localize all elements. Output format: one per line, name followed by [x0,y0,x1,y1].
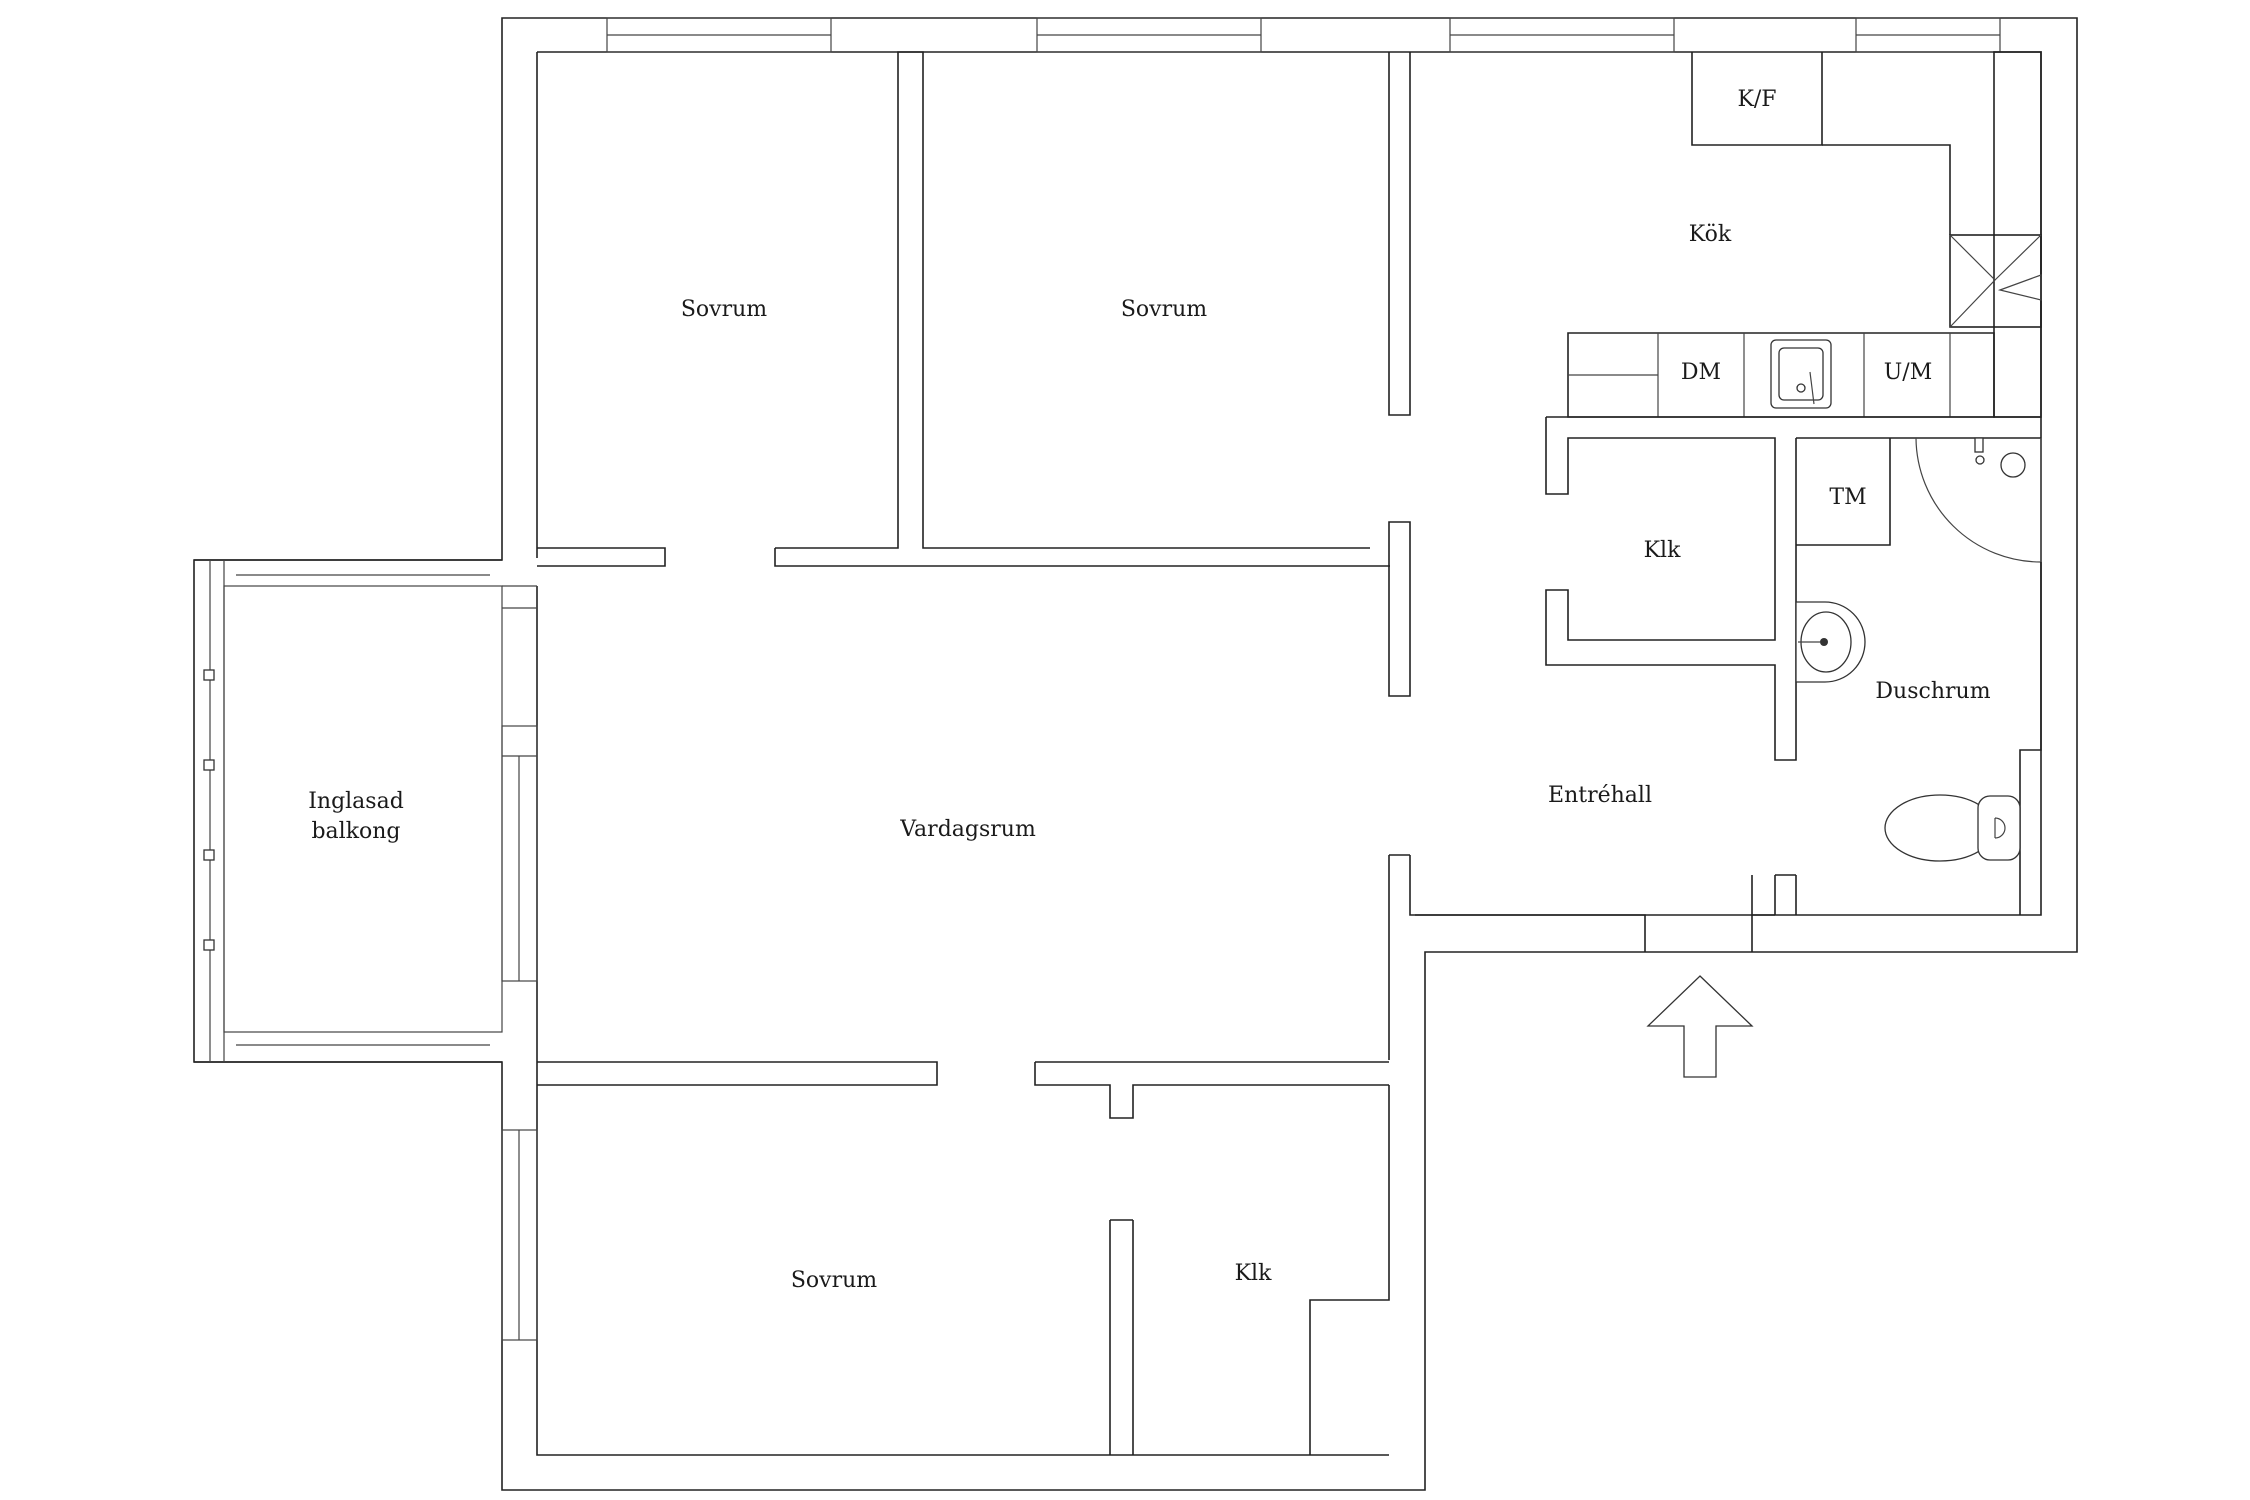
room-label-sovrum-2: Sovrum [1121,297,1207,322]
windows-top [606,17,2001,53]
room-label-balkong-line1: Inglasad [308,789,404,814]
kitchen [1546,51,2042,418]
interior-walls-upper [537,51,1411,697]
room-label-um: U/M [1884,360,1932,385]
entry-walls [1388,854,1753,1060]
room-label-sovrum-3: Sovrum [791,1268,877,1293]
bathroom [1751,437,2042,916]
room-label-klk-lower: Klk [1235,1261,1272,1286]
room-labels: Sovrum Sovrum Kök K/F DM U/M Klk TM Dusc… [308,87,1991,1293]
balcony [194,559,503,1063]
room-label-sovrum-1: Sovrum [681,297,767,322]
toilet-icon [1884,794,2021,862]
shower-icon [1915,437,2042,563]
room-label-tm: TM [1829,485,1866,510]
interior-walls-lower [537,1061,1390,1455]
room-label-kf: K/F [1737,87,1776,112]
room-label-balkong-line2: balkong [311,819,400,844]
outer-walls [193,17,2078,1491]
kitchen-sink-icon [1770,339,1832,409]
room-label-klk-hall: Klk [1644,538,1681,563]
closet-hall [1545,417,1797,761]
room-label-vardagsrum: Vardagsrum [899,817,1036,842]
room-label-dm: DM [1681,360,1721,385]
room-label-duschrum: Duschrum [1875,679,1990,704]
room-label-kok: Kök [1689,222,1732,247]
arrow-up-icon [1646,975,1754,1078]
wash-basin-icon [1795,601,1866,683]
room-label-entrehall: Entréhall [1548,783,1652,808]
living-windows [501,585,538,1341]
